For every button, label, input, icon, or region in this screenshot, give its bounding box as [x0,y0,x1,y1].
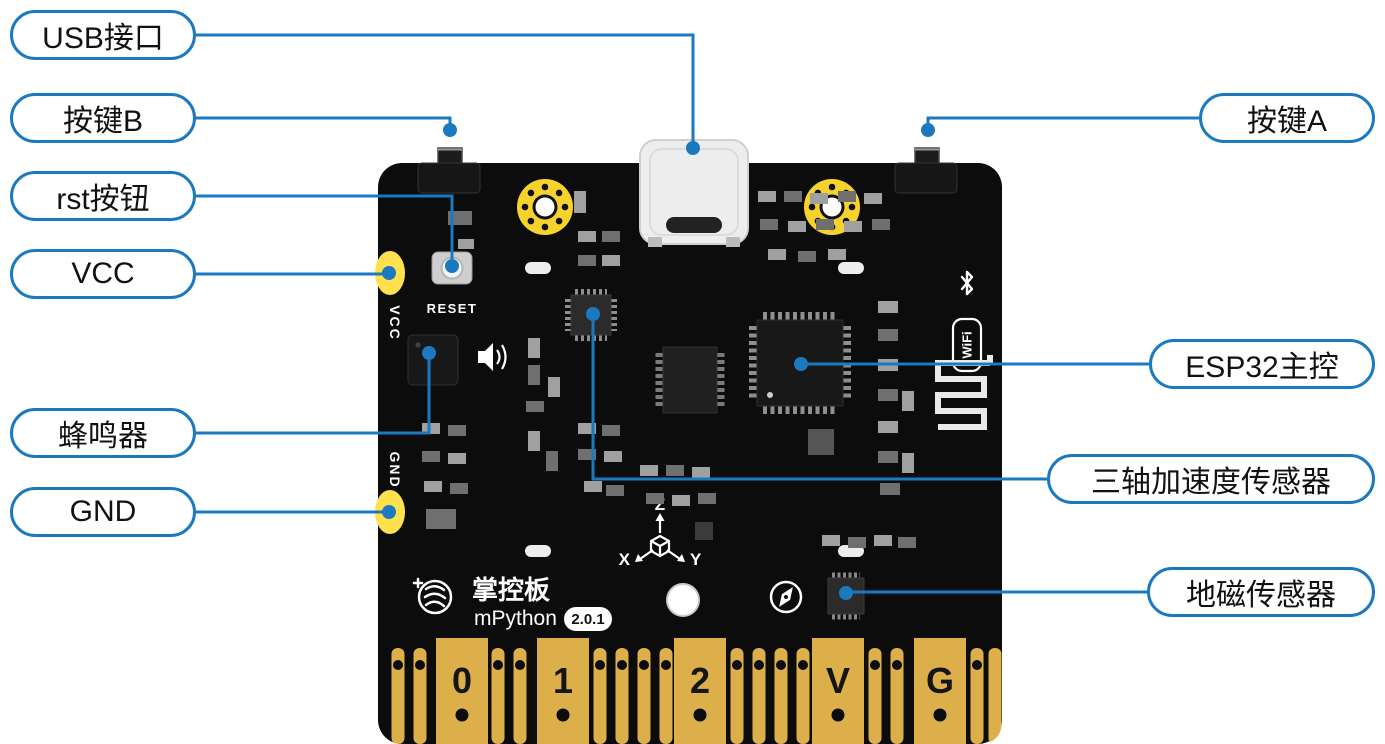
edge-pin-2: 2 [690,660,710,701]
bluetooth-icon [960,270,974,296]
gnd-silkscreen: GND [387,451,403,488]
board-hole [666,583,700,617]
vcc-silkscreen: VCC [387,305,403,341]
button-a-switch [894,147,958,194]
axis-z-label: Z [655,495,665,514]
button-b-switch [417,147,481,194]
edge-pin-0: 0 [452,660,472,701]
esp32-chip [749,312,851,414]
compass-icon [769,580,803,614]
line-usb [196,33,695,148]
callout-esp32: ESP32主控 [1149,339,1375,389]
wifi-label: WiFi [960,331,975,358]
buzzer-component [407,334,459,386]
gnd-pad [375,490,405,534]
edge-connector: 0 1 2 V G [391,638,1002,744]
speaker-icon [478,343,507,371]
magnetometer-chip [827,572,865,620]
line-button-a [926,116,1199,130]
line-button-b [196,116,452,130]
version-label: 2.0.1 [571,611,604,628]
callout-rst-button: rst按钮 [10,171,196,221]
axis-arrowheads [635,513,685,562]
version-badge: 2.0.1 [564,607,612,631]
callout-gnd: GND [10,487,196,537]
callout-vcc: VCC [10,249,196,299]
callout-usb-port: USB接口 [10,10,196,60]
usb-c-connector [639,139,749,247]
callout-accelerometer: 三轴加速度传感器 [1047,454,1375,504]
brand-logo-icon [412,577,453,615]
callout-button-b: 按键B [10,93,196,143]
edge-pin-g: G [926,660,954,701]
reset-silkscreen: RESET [427,301,478,316]
antenna-trace [935,355,993,430]
mpython-board: VCC GND RESET [375,139,1002,744]
flash-chip [655,346,725,414]
callout-button-a: 按键A [1199,93,1375,143]
reset-button [431,251,473,285]
axis-indicator [639,519,681,560]
accelerometer-chip [565,289,617,341]
axis-x-label: X [619,550,631,569]
callout-buzzer: 蜂鸣器 [10,408,196,458]
callout-magnetometer: 地磁传感器 [1147,567,1375,617]
brand-name: 掌控板 [472,575,550,605]
vcc-pad [375,251,405,295]
edge-pin-v: V [826,660,850,701]
edge-pin-1: 1 [553,660,573,701]
axis-y-label: Y [690,550,702,569]
brand-subname: mPython [474,607,557,630]
mounting-hole-left [517,179,573,235]
